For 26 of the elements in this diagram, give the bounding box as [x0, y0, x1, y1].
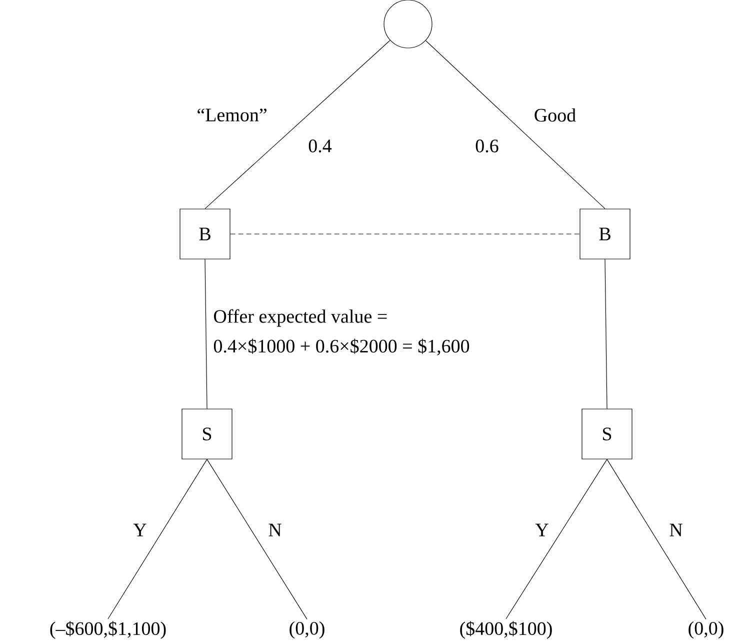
branch-line — [604, 259, 608, 409]
probability-label: 0.6 — [476, 140, 498, 152]
payoff-text: (–$600,$1,100) — [50, 621, 166, 639]
branch-line — [425, 40, 606, 209]
note-text: Offer expected value = — [214, 309, 387, 327]
edge-label: Good — [534, 108, 576, 122]
edge-label: N — [268, 524, 282, 536]
payoff-text: (0,0) — [688, 621, 724, 639]
edge-label: “Lemon” — [198, 108, 266, 122]
payoff-text: ($400,$100) — [460, 621, 552, 639]
branch-line — [108, 459, 208, 620]
branch-line — [204, 40, 390, 209]
branch-line — [506, 459, 608, 620]
probability-label: 0.4 — [308, 140, 332, 152]
note-text: 0.4×$1000 + 0.6×$2000 = $1,600 — [214, 338, 470, 356]
edge-label: Y — [535, 524, 548, 536]
branch-line — [206, 459, 308, 620]
payoff-text: (0,0) — [290, 621, 324, 639]
decision-box: S — [182, 408, 232, 460]
decision-box: S — [582, 408, 632, 460]
edge-label: N — [670, 524, 682, 536]
decision-box: B — [180, 208, 230, 260]
branch-line — [204, 259, 208, 409]
decision-box: B — [580, 208, 630, 260]
branch-line — [606, 459, 706, 620]
edge-label: Y — [133, 524, 146, 536]
